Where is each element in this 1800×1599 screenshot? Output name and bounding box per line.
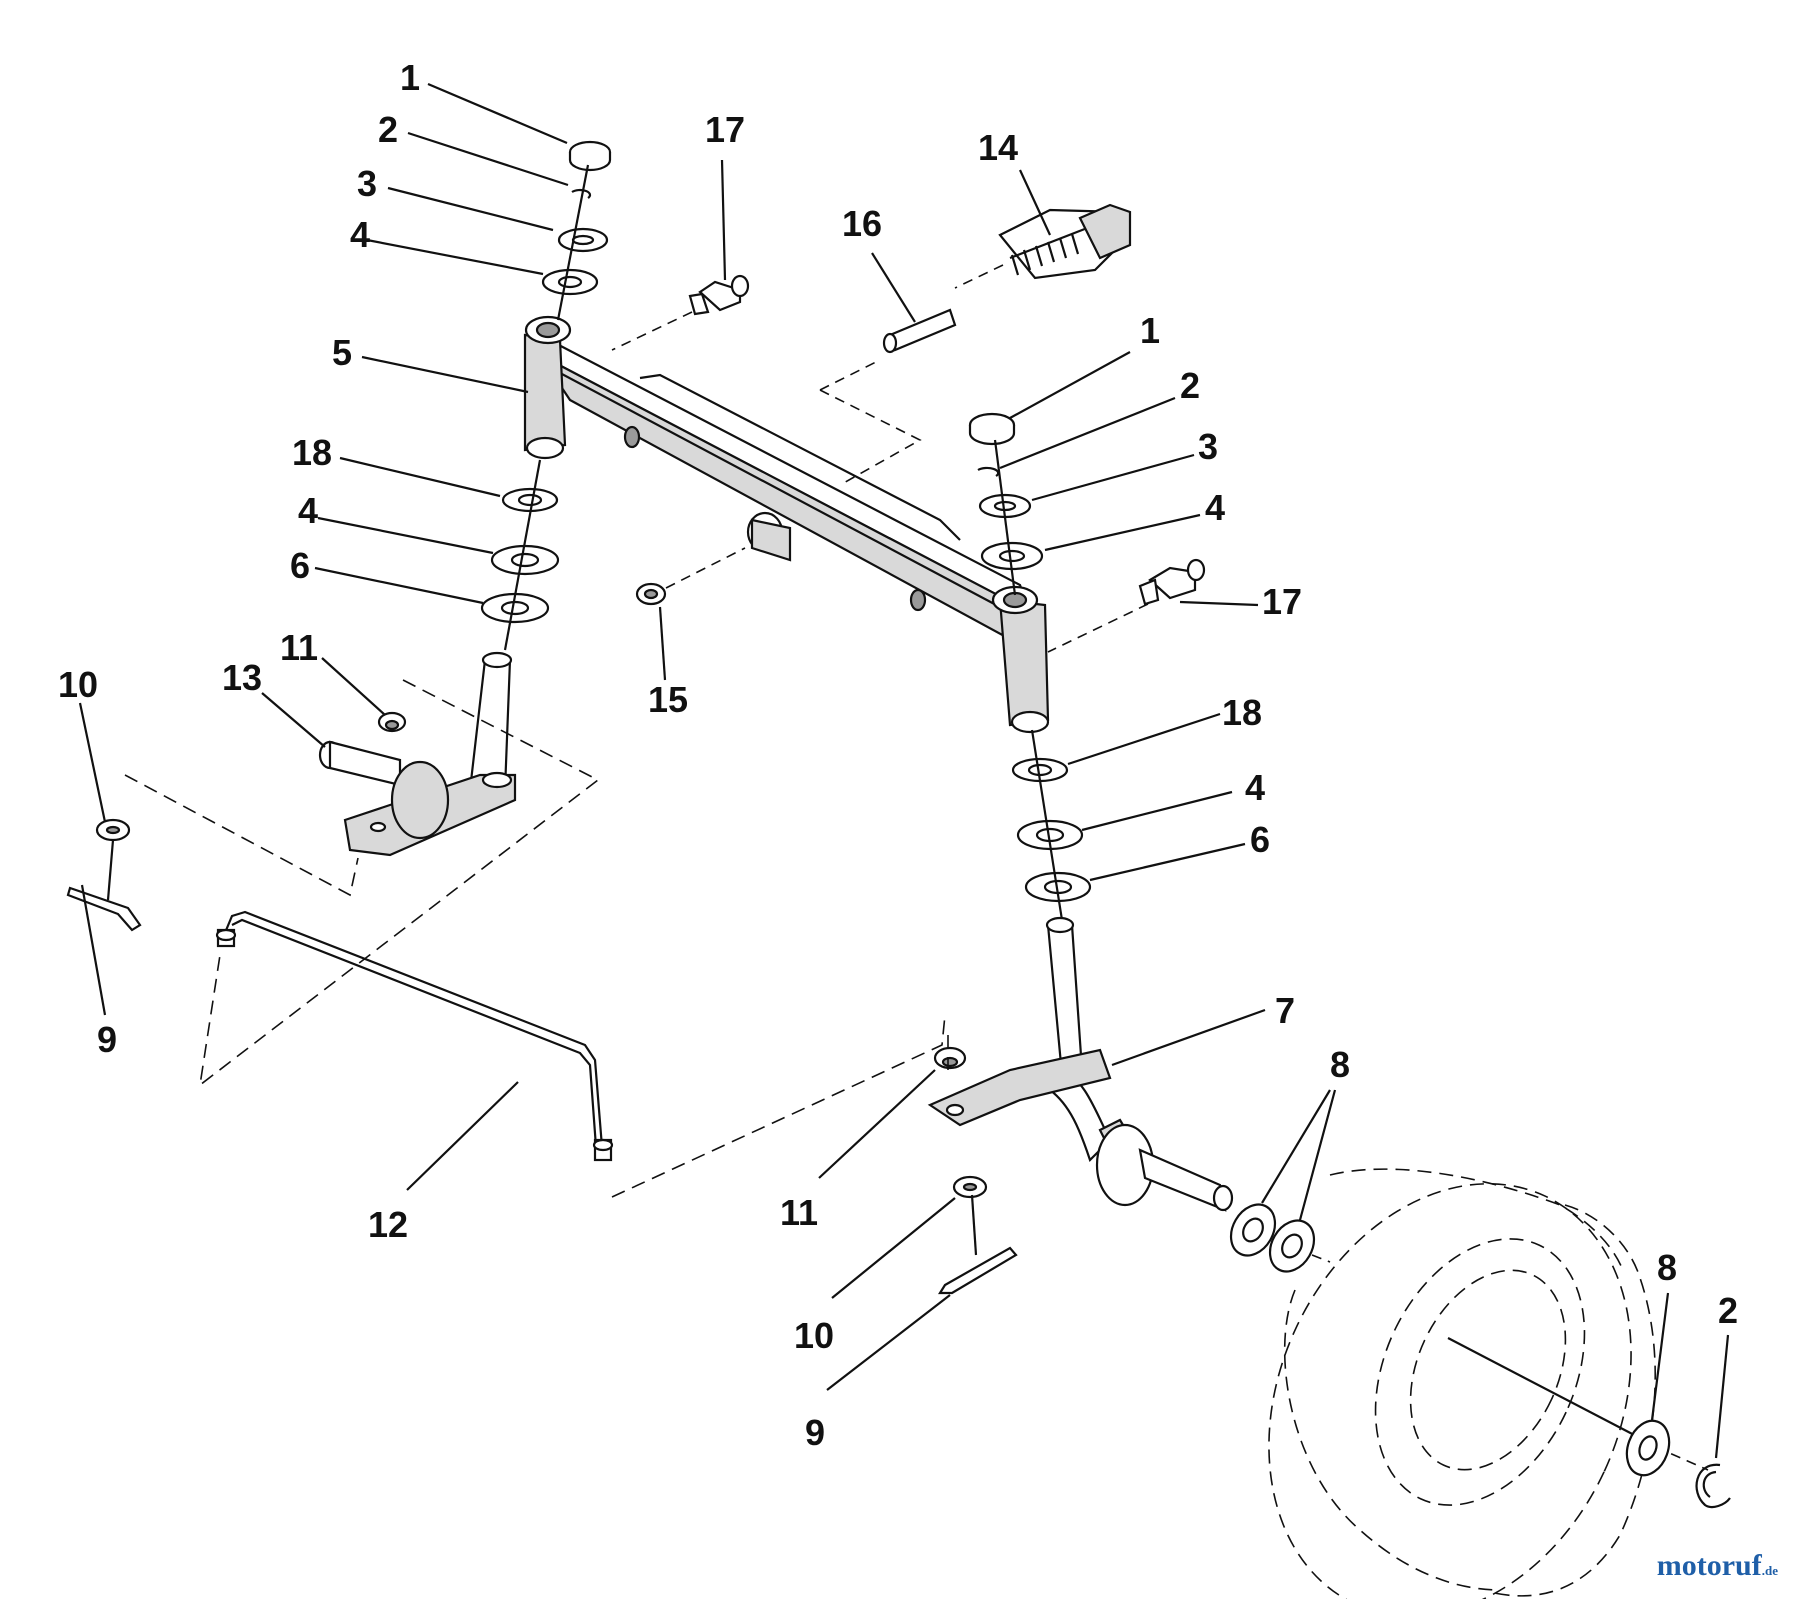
callout-3: 3 [1198, 426, 1218, 467]
callout-14: 14 [978, 127, 1018, 168]
callout-16: 16 [842, 203, 882, 244]
callout-2: 2 [378, 109, 398, 150]
callout-4: 4 [1245, 767, 1265, 808]
watermark-brand: motoruf [1656, 1549, 1762, 1582]
watermark-tld: .de [1761, 1563, 1778, 1578]
left-top-stack [541, 140, 612, 321]
left-dashed-outline [124, 679, 600, 1087]
callout-3: 3 [357, 163, 377, 204]
callout-7: 7 [1275, 990, 1295, 1031]
callout-17: 17 [705, 109, 745, 150]
watermark: motoruf.de [1657, 1549, 1778, 1583]
grease-fitting-right [1138, 558, 1206, 606]
callout-13: 13 [222, 657, 262, 698]
callout-6: 6 [1250, 819, 1270, 860]
callout-1: 1 [400, 57, 420, 98]
callout-11: 11 [780, 1192, 818, 1233]
callout-numbers: 1 2 3 4 5 18 4 6 11 13 10 9 12 17 14 16 … [58, 57, 1738, 1453]
callout-18: 18 [1222, 692, 1262, 733]
callout-4: 4 [350, 214, 370, 255]
callout-9: 9 [97, 1019, 117, 1060]
pivot-nut [635, 547, 746, 606]
callout-9: 9 [805, 1412, 825, 1453]
callout-17: 17 [1262, 581, 1302, 622]
grease-fitting-left [688, 274, 750, 316]
callout-10: 10 [794, 1315, 834, 1356]
fitting-left-leader [611, 311, 693, 351]
callout-15: 15 [648, 679, 688, 720]
callout-1: 1 [1140, 310, 1160, 351]
outer-washer [1625, 1419, 1671, 1477]
callout-6: 6 [290, 545, 310, 586]
axle-beam [523, 315, 1050, 734]
callout-11: 11 [280, 627, 318, 668]
right-top-stack [968, 412, 1044, 596]
left-lower-stack [318, 459, 560, 857]
callout-4: 4 [1205, 487, 1225, 528]
hub-washers [1229, 1203, 1316, 1273]
callout-4: 4 [298, 490, 318, 531]
hub-leader [1311, 1254, 1331, 1263]
e-clip [1695, 1463, 1731, 1509]
left-washer-pin [66, 818, 142, 932]
callout-8: 8 [1657, 1247, 1677, 1288]
fitting-right-leader [1047, 603, 1149, 653]
wheel [1268, 1168, 1709, 1599]
callout-2: 2 [1718, 1290, 1738, 1331]
callout-5: 5 [332, 332, 352, 373]
pivot-bolt [954, 203, 1132, 289]
callout-18: 18 [292, 432, 332, 473]
callout-12: 12 [368, 1204, 408, 1245]
callout-10: 10 [58, 664, 98, 705]
tie-rod [215, 910, 614, 1162]
callout-leaders [78, 82, 1730, 1459]
callout-8: 8 [1330, 1044, 1350, 1085]
callout-2: 2 [1180, 365, 1200, 406]
right-dashed-outline [611, 1014, 949, 1198]
right-lower-stack [927, 729, 1234, 1212]
pivot-sleeve [819, 308, 957, 486]
right-washer-pin [938, 1175, 1018, 1295]
